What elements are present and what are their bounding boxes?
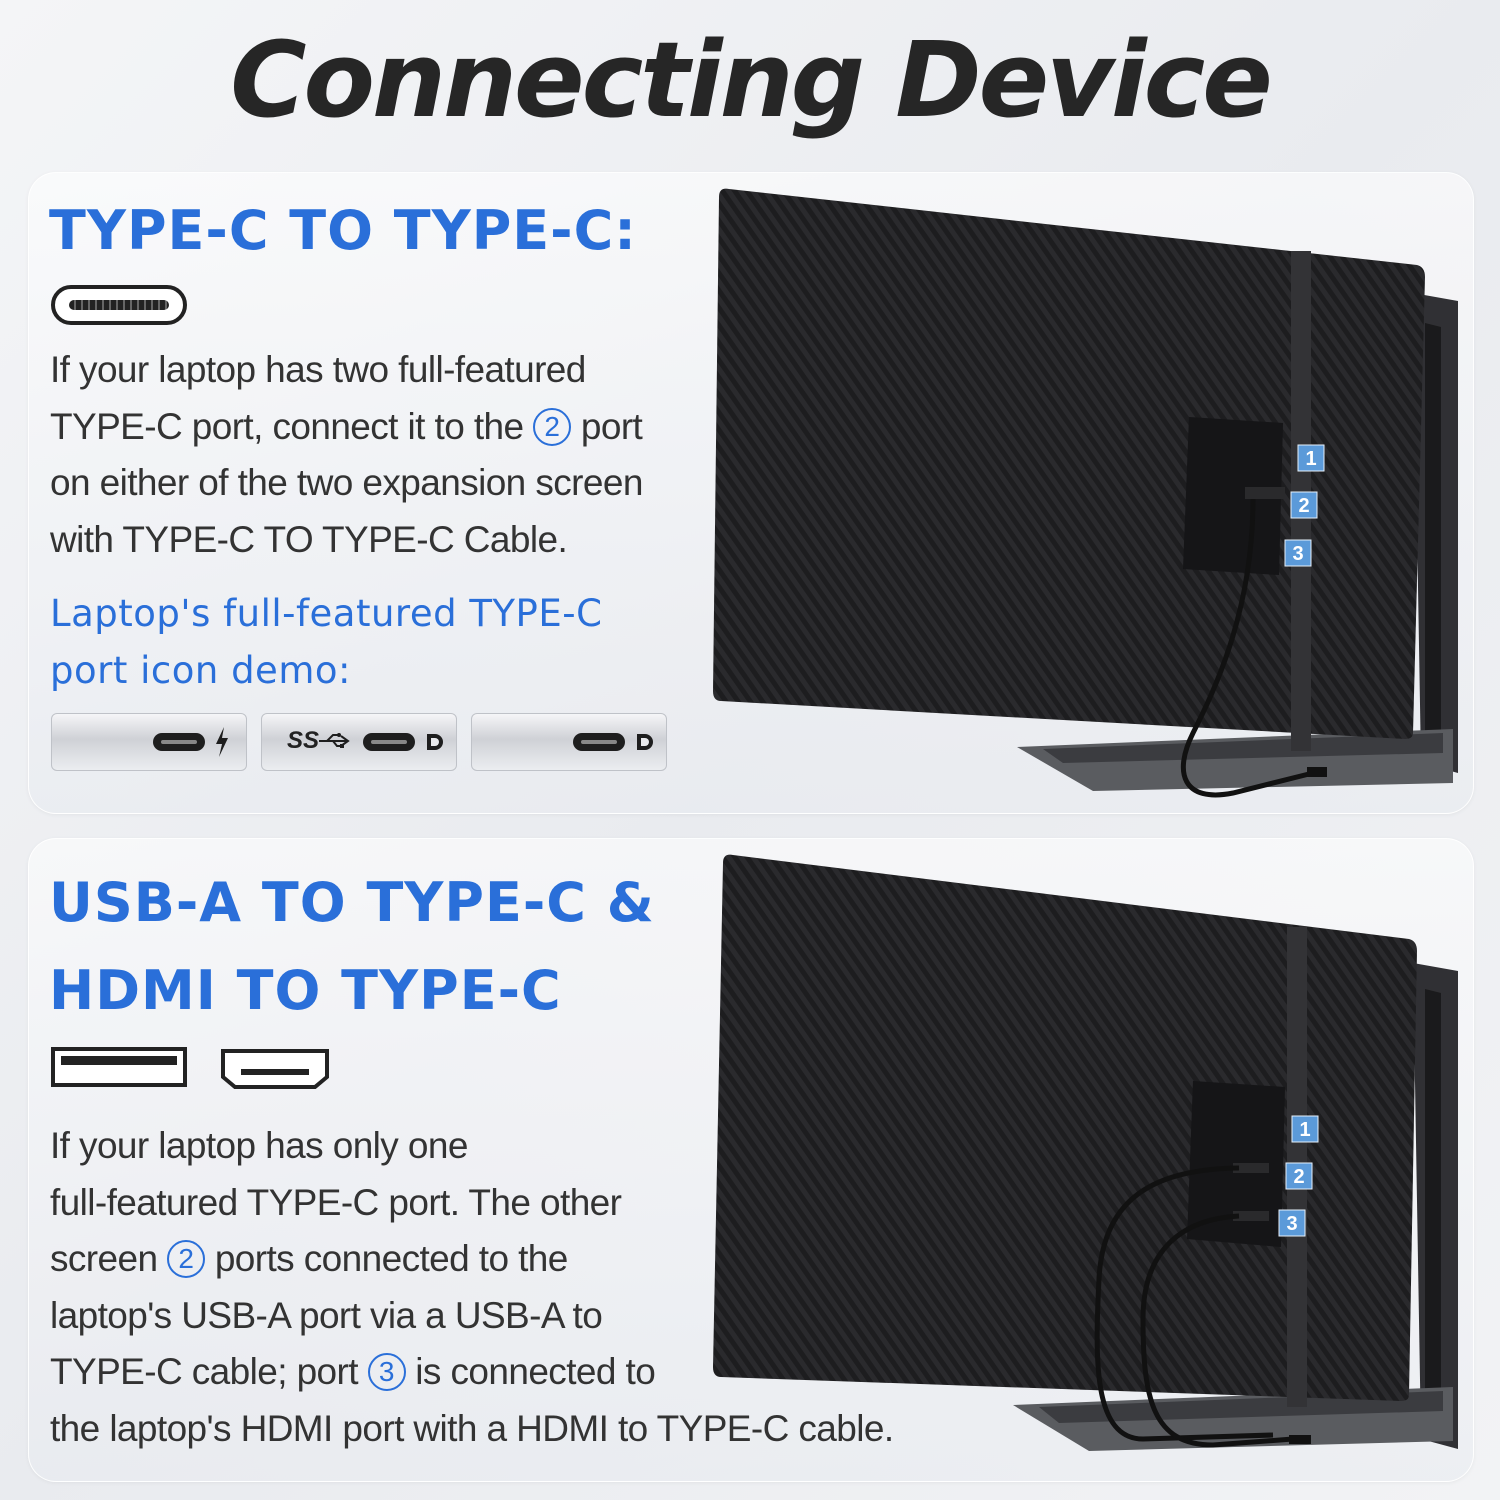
thunderbolt-icon <box>216 727 228 757</box>
type-c-port-icon <box>153 733 205 751</box>
port-demo-row: SS <box>51 713 691 771</box>
port-badge-1: 1 <box>1305 448 1316 470</box>
displayport-icon <box>637 734 653 750</box>
monitor-with-typec-cable-icon: 1 2 3 <box>713 188 1458 798</box>
portable-monitor-illustration: 1 2 3 <box>713 839 1473 1481</box>
port-badge-2: 2 <box>1298 495 1309 517</box>
superspeed-usb-label: SS <box>287 727 320 754</box>
port-badge-1: 1 <box>1299 1119 1310 1141</box>
port-badge-3: 3 <box>1292 543 1303 565</box>
demo-port-displayport <box>471 713 667 771</box>
usb-a-port-icon <box>51 1047 187 1087</box>
usb-a-hdmi-to-type-c-panel: USB-A TO TYPE-C &HDMI TO TYPE-C If your … <box>28 838 1474 1482</box>
port-number-marker: 2 <box>533 407 572 446</box>
page-title: Connecting Device <box>230 19 1273 141</box>
portable-monitor-illustration: 1 2 3 <box>713 173 1473 813</box>
section-heading: TYPE-C TO TYPE-C: <box>49 199 637 262</box>
port-badge-2: 2 <box>1293 1166 1304 1188</box>
superspeed-usb-icon <box>319 733 350 748</box>
section-body-text: If your laptop has only one full-feature… <box>50 1125 894 1449</box>
type-c-port-icon <box>51 285 187 325</box>
section-body-text: If your laptop has two full-featured TYP… <box>50 349 643 560</box>
type-c-to-type-c-panel: TYPE-C TO TYPE-C: If your laptop has two… <box>28 172 1474 814</box>
port-badge-3: 3 <box>1286 1213 1297 1235</box>
section-heading: USB-A TO TYPE-C &HDMI TO TYPE-C <box>49 871 655 1022</box>
port-number-marker: 2 <box>167 1240 206 1278</box>
type-c-port-icon <box>573 733 625 751</box>
displayport-icon <box>427 734 443 750</box>
demo-port-thunderbolt <box>51 713 247 771</box>
type-c-port-icon <box>363 733 415 751</box>
demo-port-usb-displayport: SS <box>261 713 457 771</box>
hdmi-port-icon <box>221 1049 329 1089</box>
port-number-marker: 3 <box>367 1353 406 1391</box>
monitor-with-usb-hdmi-cables-icon: 1 2 3 <box>713 854 1458 1451</box>
port-demo-heading: Laptop's full-featured TYPE-C port icon … <box>50 592 603 692</box>
